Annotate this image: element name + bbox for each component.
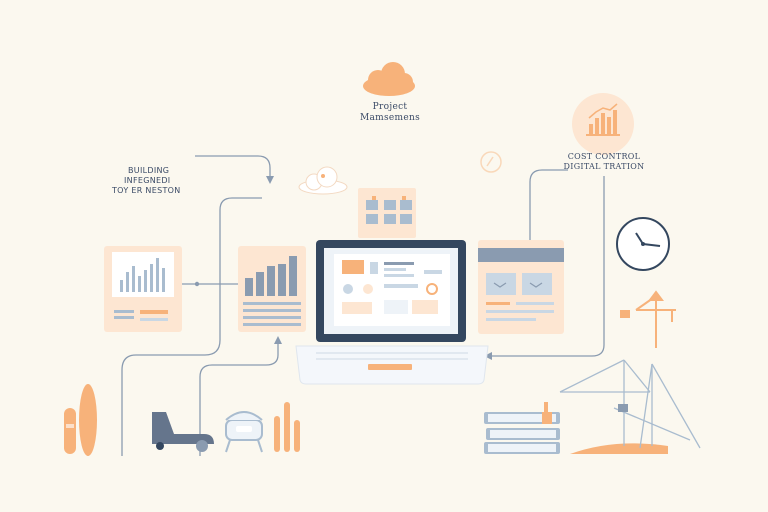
- project-label-line1: Project: [372, 102, 408, 112]
- cloud-icon: [363, 62, 415, 96]
- building-label-line2: INFEGNEDI: [124, 176, 171, 185]
- building-label: BUILDING INFEGNEDI TOY ER NESTON: [112, 166, 222, 196]
- cost-label-line1: COST CONTROL: [567, 152, 641, 161]
- connector-cost: [529, 169, 568, 244]
- right-browser-card: [478, 240, 564, 334]
- gauge-icon: [480, 151, 502, 173]
- crane-icon: [620, 290, 676, 348]
- building-label-line3: TOY ER NESTON: [112, 186, 181, 195]
- connector-lines: [121, 155, 605, 456]
- connector-laptop-left: [199, 344, 279, 456]
- small-cloud-icon: [298, 166, 348, 195]
- project-management-label: Project Mamsemens: [340, 102, 440, 124]
- bar-pillars-icon: [274, 402, 300, 452]
- bar-chart-card: [238, 246, 306, 332]
- vase-icon: [64, 384, 97, 456]
- cost-label-line2: DIGITAL TRATION: [563, 162, 645, 171]
- building-label-line1: BUILDING: [128, 166, 170, 175]
- drone-icon: [225, 411, 263, 453]
- connector-dot: [194, 281, 200, 287]
- connector-top: [195, 155, 271, 176]
- laptop-icon: [295, 240, 489, 385]
- left-dashboard-card: [104, 246, 182, 332]
- clock-icon: [616, 217, 670, 271]
- cost-control-label: COST CONTROL DIGITAL TRATION: [556, 152, 652, 172]
- book-stack-icon: [484, 402, 560, 454]
- arrow-right: [484, 352, 492, 360]
- tower-icon: [559, 359, 701, 454]
- project-label-line2: Mamsemens: [359, 113, 421, 123]
- lounge-chair-icon: [152, 412, 214, 452]
- top-tiles-card: [358, 188, 416, 238]
- arrow-top: [266, 176, 274, 184]
- cost-chart-icon: [572, 93, 634, 155]
- arrow-laptop-left: [274, 336, 282, 344]
- connector-right-vertical: [492, 176, 605, 357]
- connector-left-vertical: [121, 197, 262, 456]
